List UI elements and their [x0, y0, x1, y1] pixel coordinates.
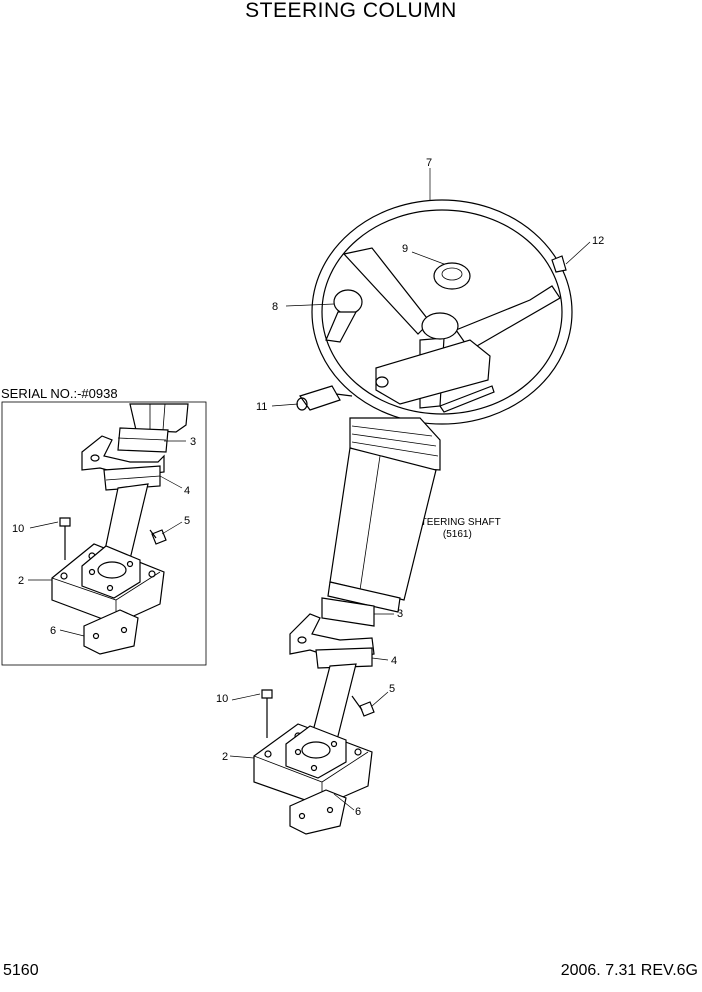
callout-11: 11	[256, 401, 267, 413]
page-number: 5160	[3, 962, 39, 979]
callout-9: 9	[402, 243, 408, 255]
steering-shaft-name: STEERING SHAFT	[414, 517, 501, 528]
inset-callout-3: 3	[190, 436, 196, 448]
serial-number-label: SERIAL NO.:-#0938	[1, 386, 118, 401]
inset-callout-2: 2	[18, 575, 24, 587]
callout-7: 7	[426, 157, 432, 169]
callout-5: 5	[389, 683, 395, 695]
inset-callout-5: 5	[184, 515, 190, 527]
inset-serial-variant: 3 4 5 10 2 6	[1, 401, 207, 666]
revision-date: 2006. 7.31 REV.6G	[560, 962, 698, 979]
main-steering-assembly: 7 9 12 8 11 3 4 5 10 2 6	[216, 157, 604, 835]
callout-2: 2	[222, 751, 228, 763]
inset-callout-4: 4	[184, 485, 190, 497]
callout-12: 12	[592, 235, 604, 247]
page-title: STEERING COLUMN	[245, 0, 457, 22]
callout-8: 8	[272, 301, 278, 313]
callout-4: 4	[391, 655, 397, 667]
steering-shaft-label: STEERING SHAFT (5161)	[414, 517, 501, 541]
callout-10: 10	[216, 693, 228, 705]
inset-callout-10: 10	[12, 523, 24, 535]
inset-callout-6: 6	[50, 625, 56, 637]
callout-3: 3	[397, 608, 403, 620]
steering-shaft-ref: (5161)	[442, 529, 472, 540]
callout-6: 6	[355, 806, 361, 818]
